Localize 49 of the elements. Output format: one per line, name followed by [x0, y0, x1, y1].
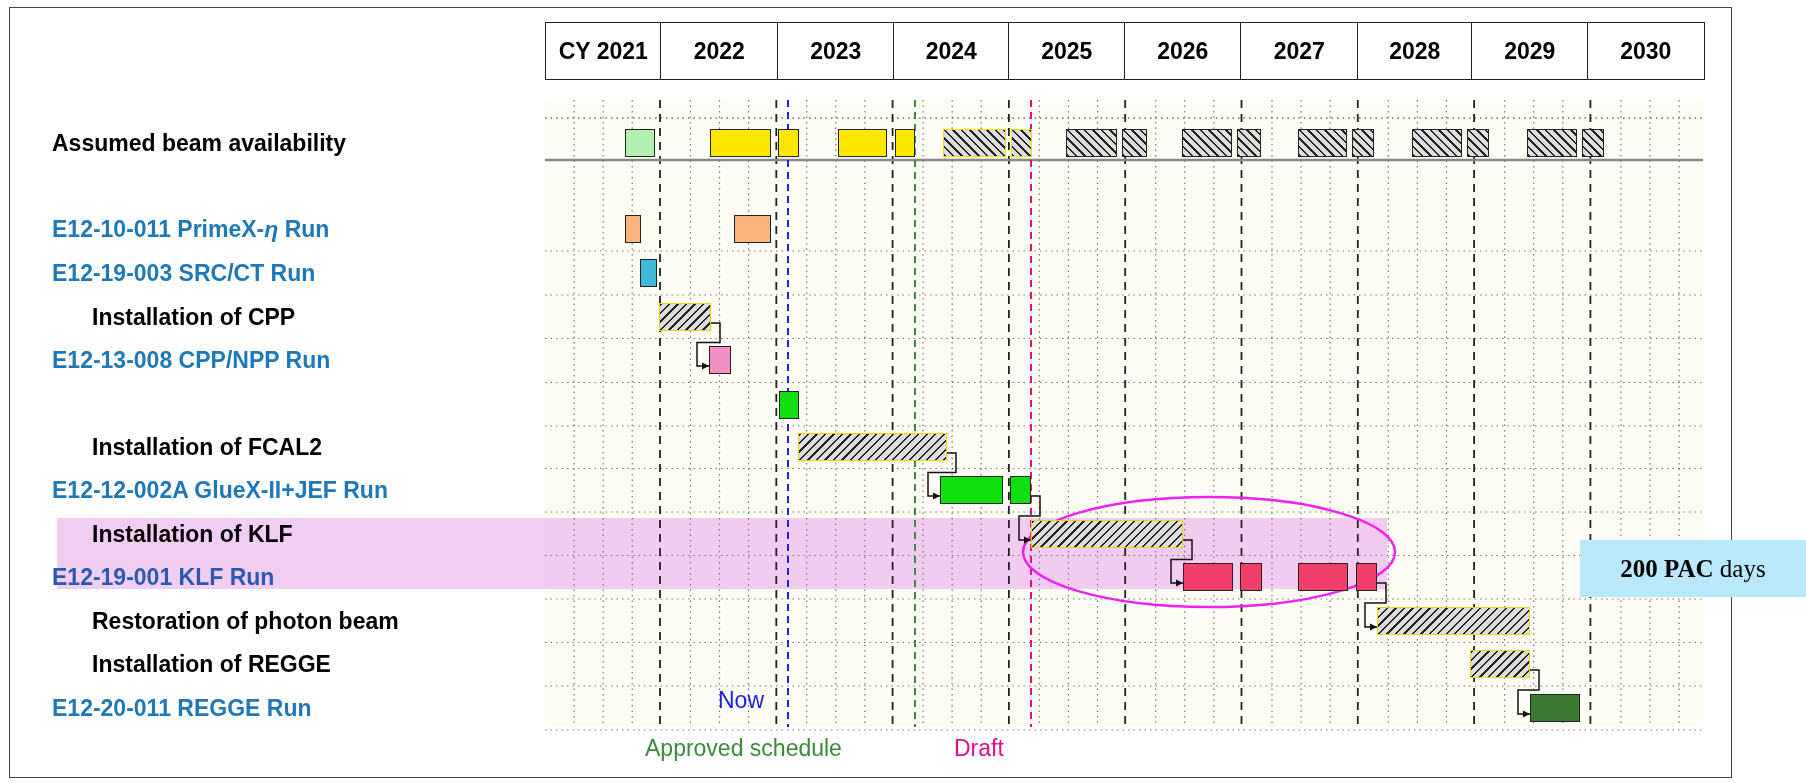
schedule-bar	[734, 215, 771, 243]
schedule-bar	[1530, 694, 1580, 722]
hatched-bar	[659, 303, 711, 331]
schedule-legend-label: Draft	[954, 734, 1004, 762]
schedule-legend-label: Approved schedule	[645, 734, 842, 762]
schedule-bar	[779, 391, 799, 419]
year-header: 2030	[1587, 22, 1705, 80]
schedule-bar	[1356, 563, 1377, 591]
year-header: 2026	[1124, 22, 1242, 80]
now-label: Now	[718, 686, 764, 714]
dependency-arrow	[696, 322, 721, 370]
schedule-bar	[625, 215, 641, 243]
row-label: E12-12-002A GlueX-II+JEF Run	[52, 476, 388, 504]
row-label: E12-19-003 SRC/CT Run	[52, 259, 316, 287]
dependency-arrow	[927, 452, 957, 500]
hatched-bar	[798, 433, 947, 461]
dependency-arrow	[1517, 669, 1540, 718]
schedule-bar	[940, 476, 1003, 504]
hatched-bar	[1470, 650, 1530, 678]
hatched-bar	[1377, 607, 1530, 635]
row-label: Installation of FCAL2	[92, 433, 322, 461]
row-label: Installation of CPP	[92, 303, 296, 331]
row-label: E12-13-008 CPP/NPP Run	[52, 346, 331, 374]
schedule-bar	[709, 346, 731, 374]
dependency-arrow	[1364, 582, 1387, 631]
row-label: E12-19-001 KLF Run	[52, 563, 275, 591]
note-box: 200 PAC days	[1580, 540, 1806, 597]
dependency-arrow	[1018, 495, 1041, 544]
row-label: E12-10-011 PrimeX-η Run	[52, 215, 330, 243]
year-header: 2029	[1471, 22, 1589, 80]
schedule-bar	[1240, 563, 1262, 591]
row-label: Assumed beam availability	[52, 129, 346, 157]
year-header: 2027	[1240, 22, 1359, 80]
schedule-bar	[1183, 563, 1233, 591]
schedule-bar	[1010, 476, 1031, 504]
year-header: 2022	[660, 22, 779, 80]
schedule-bar	[1298, 563, 1348, 591]
schedule-bar	[640, 259, 657, 287]
year-header: 2024	[893, 22, 1010, 80]
year-header: 2028	[1357, 22, 1473, 80]
hatched-bar	[1031, 520, 1183, 548]
dependency-arrow	[1170, 539, 1193, 587]
row-label: Installation of REGGE	[92, 650, 331, 678]
year-header: 2025	[1008, 22, 1126, 80]
row-label: Restoration of photon beam	[92, 607, 399, 635]
row-label: E12-20-011 REGGE Run	[52, 694, 312, 722]
row-label: Installation of KLF	[92, 520, 293, 548]
year-header: CY 2021	[545, 22, 662, 80]
year-header: 2023	[777, 22, 895, 80]
